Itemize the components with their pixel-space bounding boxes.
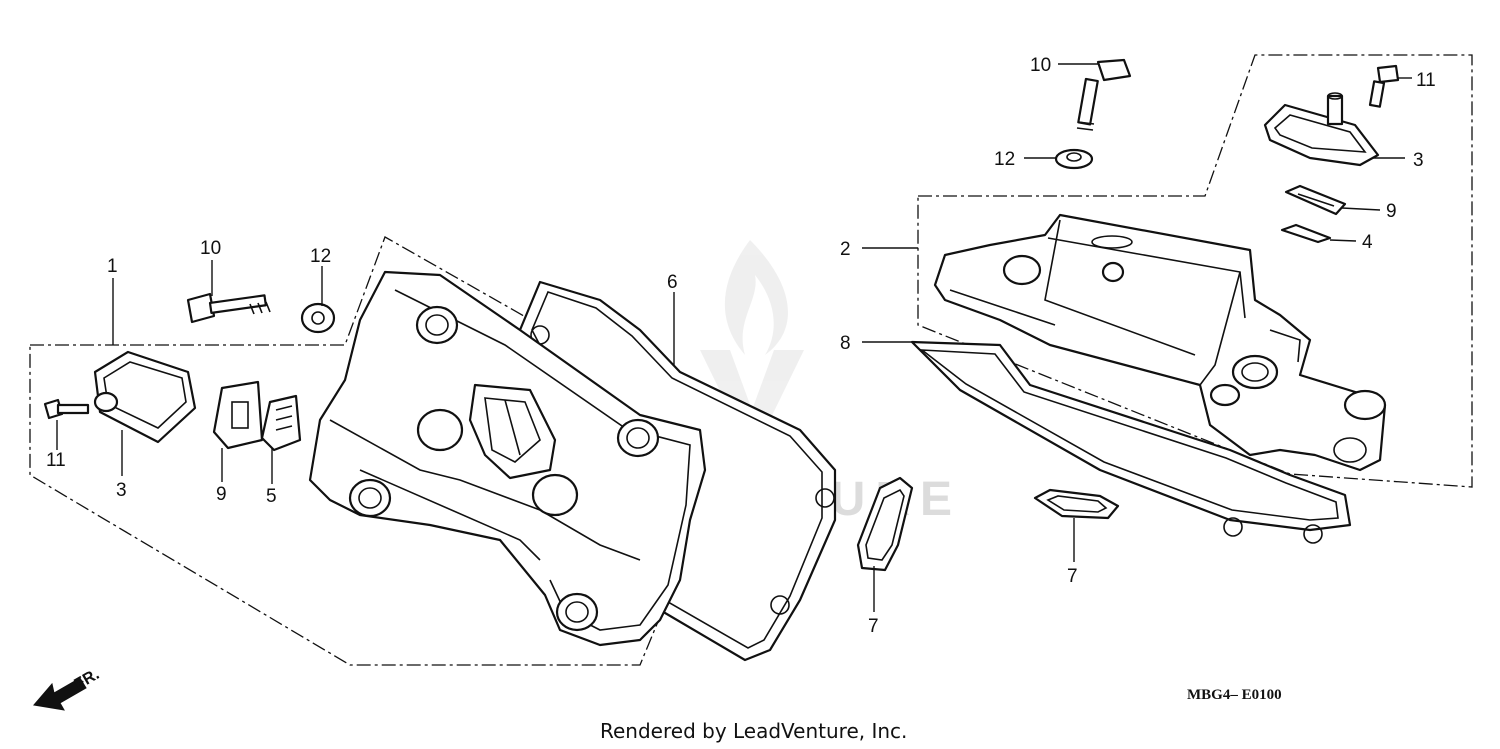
left-breather-plate-5	[260, 394, 302, 452]
right-breather-gasket-9	[1284, 184, 1347, 216]
callout-right-12: 12	[994, 149, 1015, 170]
callout-right-4: 4	[1362, 232, 1373, 253]
diagram-code: MBG4– E0100	[1187, 687, 1282, 703]
callout-right-2: 2	[840, 239, 851, 260]
left-bolt-10	[186, 292, 271, 324]
left-bolt-11	[43, 398, 90, 420]
front-direction-marker: FR.	[33, 666, 102, 711]
callout-right-7: 7	[1067, 566, 1078, 587]
front-direction-arrow-icon	[33, 677, 87, 711]
right-bolt-11	[1368, 64, 1400, 108]
right-washer-12	[1054, 148, 1094, 170]
right-bolt-10	[1076, 58, 1132, 131]
left-cylinder-head-cover	[308, 270, 707, 647]
left-breather-gasket-9	[212, 380, 264, 450]
callout-right-8: 8	[840, 333, 851, 354]
callout-left-5: 5	[266, 486, 277, 507]
callout-left-12: 12	[310, 246, 331, 267]
callout-left-10: 10	[200, 238, 221, 259]
right-cylinder-head-cover-group	[910, 54, 1473, 544]
callout-labels-left: 1 10 12 6 11 3 9 5 7	[46, 238, 879, 637]
right-cylinder-head-cover	[933, 213, 1387, 472]
right-spark-plug-seal-7	[1033, 488, 1120, 520]
callout-left-1: 1	[107, 256, 118, 277]
callout-left-7: 7	[868, 616, 879, 637]
left-washer-12	[300, 302, 336, 334]
callout-left-3: 3	[116, 480, 127, 501]
render-credit: Rendered by LeadVenture, Inc.	[600, 719, 907, 743]
left-cylinder-head-cover-group	[29, 236, 914, 666]
right-breather-cover-3	[1263, 92, 1380, 167]
watermark-logo	[700, 240, 804, 440]
callout-right-3: 3	[1413, 150, 1424, 171]
leader-lines	[56, 63, 1412, 612]
callout-left-11: 11	[46, 450, 66, 471]
right-head-cover-gasket	[910, 340, 1352, 544]
callout-right-9: 9	[1386, 201, 1397, 222]
left-breather-cover-3	[93, 350, 197, 444]
callout-right-10: 10	[1030, 55, 1051, 76]
callout-left-9: 9	[216, 484, 227, 505]
callout-right-11: 11	[1416, 70, 1436, 91]
left-spark-plug-seal-7	[856, 476, 914, 572]
callout-left-6: 6	[667, 272, 678, 293]
callout-labels-right: 10 11 12 3 9 4 2 8 7	[840, 55, 1436, 587]
right-breather-plate-4	[1280, 223, 1332, 244]
